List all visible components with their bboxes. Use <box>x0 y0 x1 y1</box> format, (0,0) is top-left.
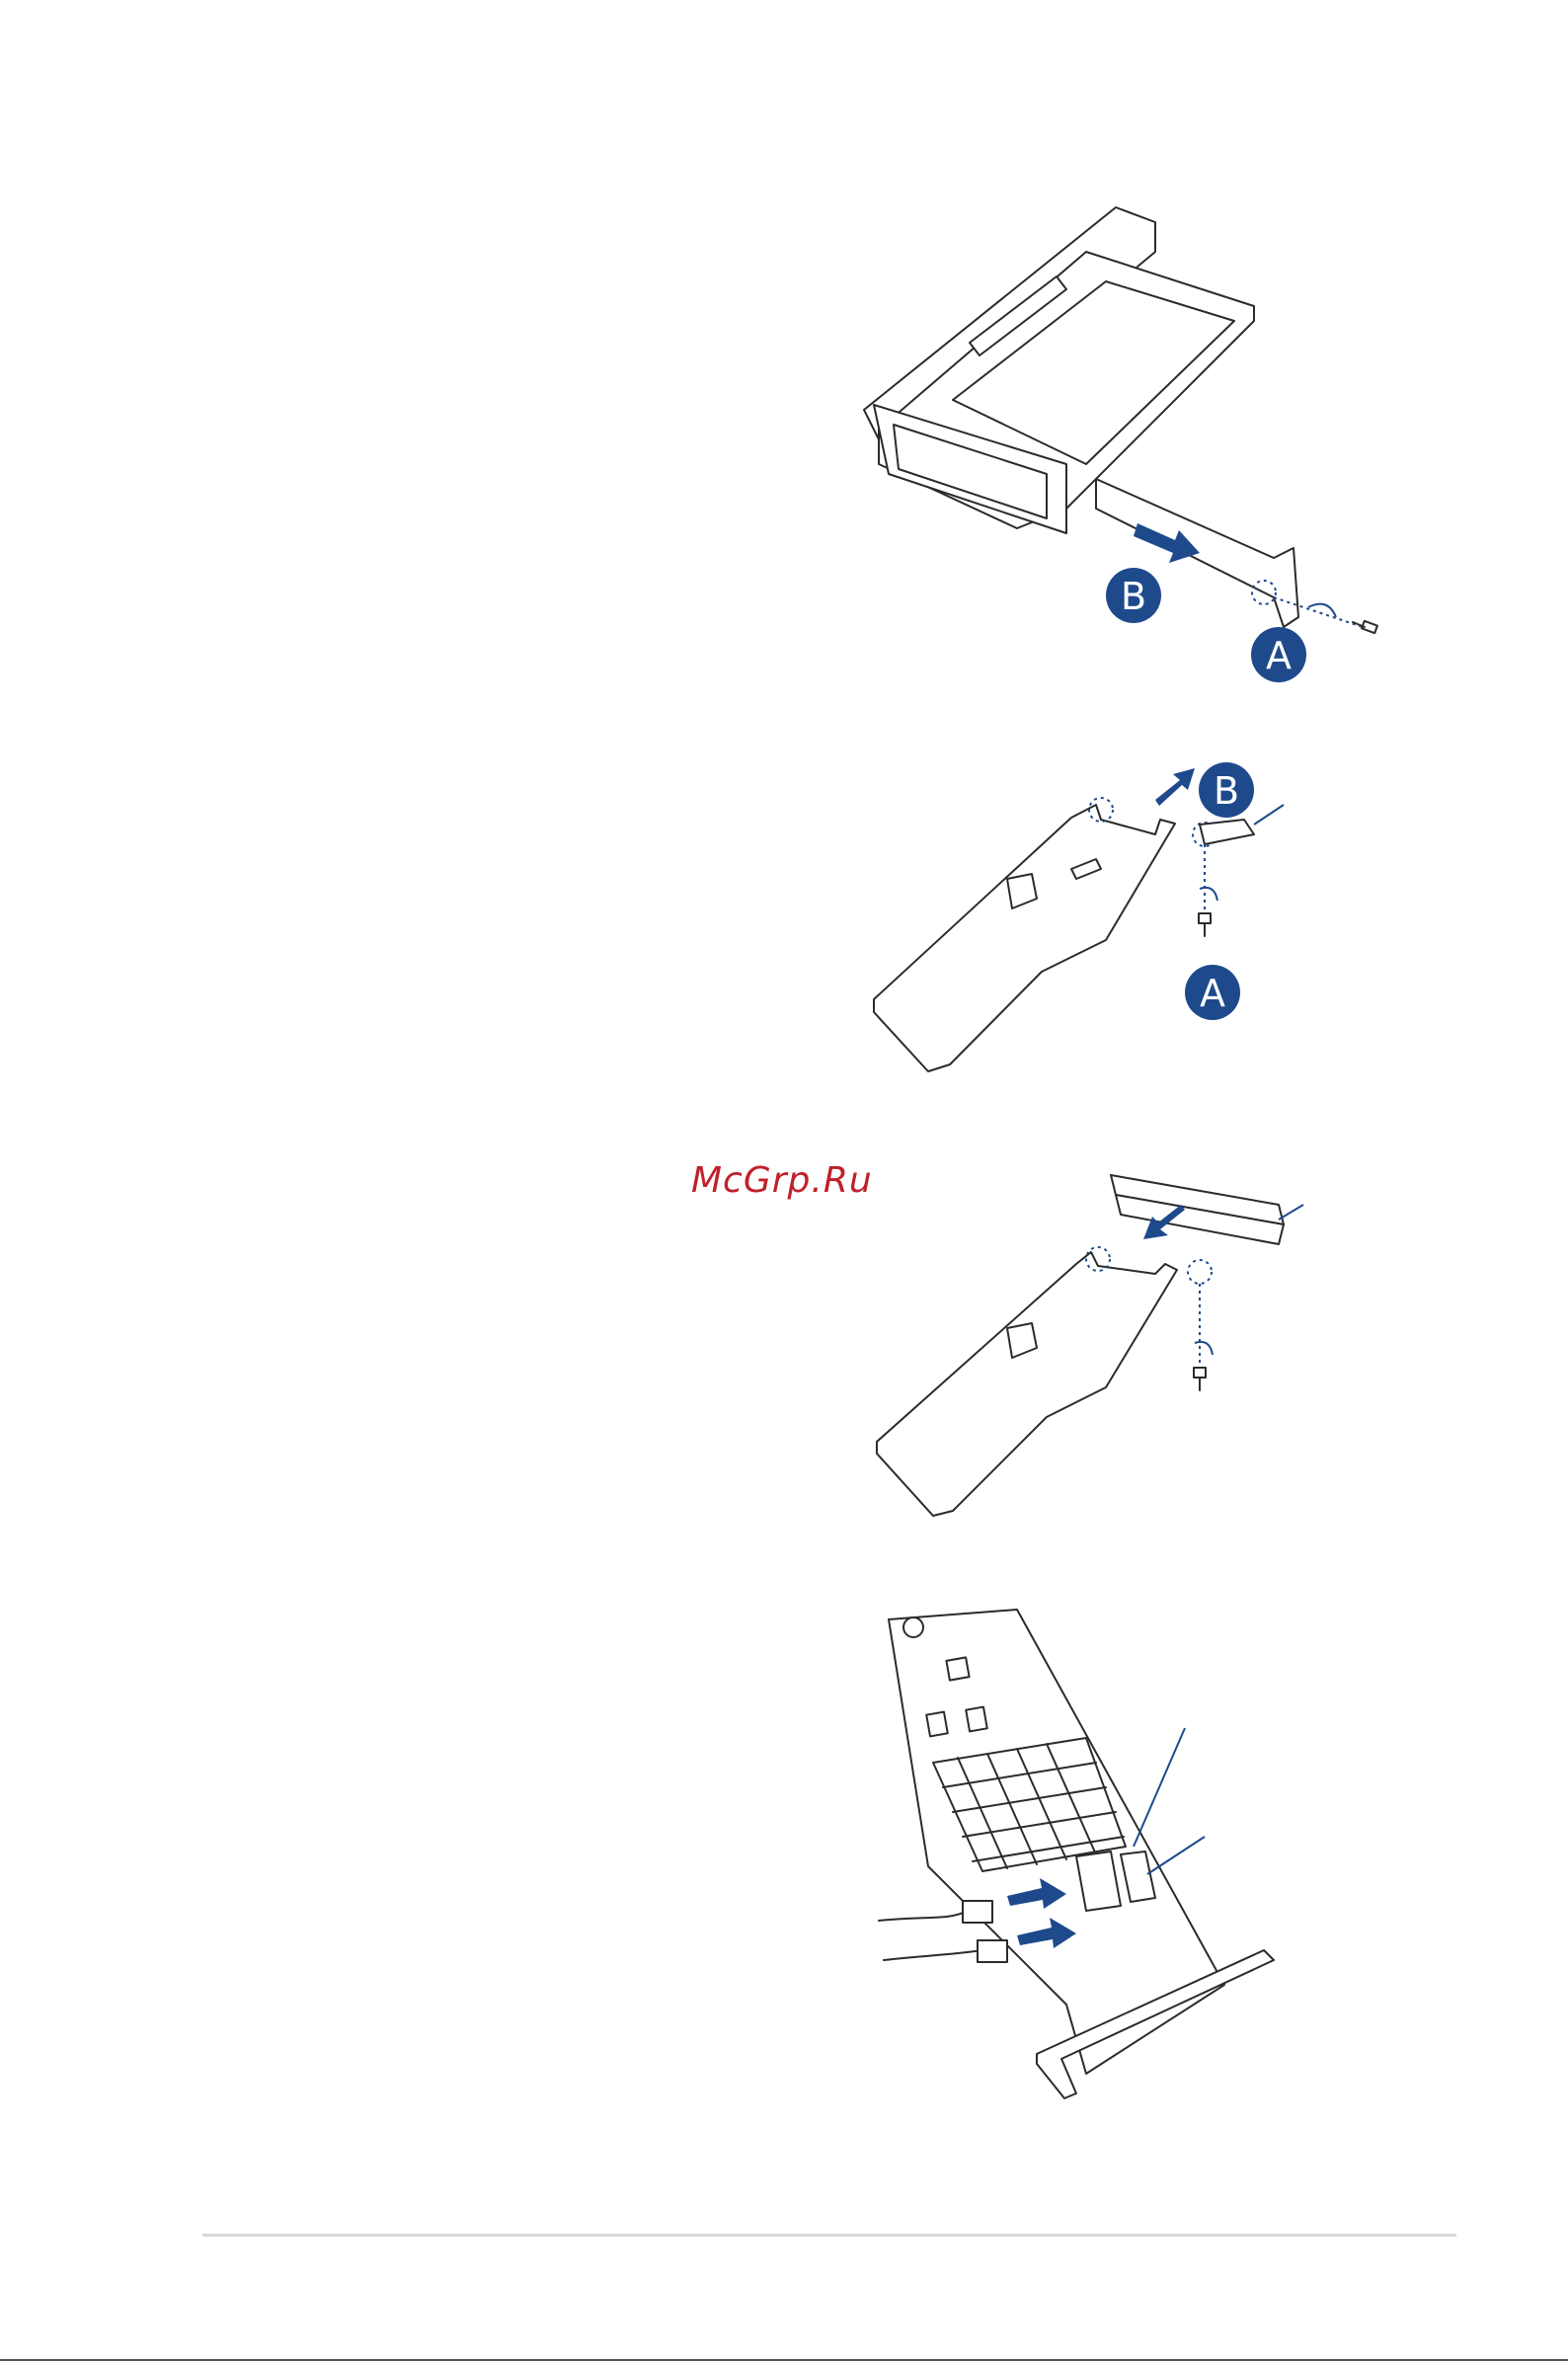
screw-icon <box>1353 621 1377 633</box>
bracket-leader-line <box>1279 1205 1303 1220</box>
step-a-badge: A <box>1251 627 1306 682</box>
screw-location-marker <box>1188 1260 1212 1284</box>
cable-2 <box>884 1950 982 1960</box>
svg-text:B: B <box>1214 769 1239 813</box>
figure-card-bracket-removal: B A <box>859 750 1313 1086</box>
cable-plug-1 <box>963 1901 992 1923</box>
expansion-card <box>874 805 1175 1071</box>
screw-icon <box>1194 1368 1206 1390</box>
watermark-text: McGrp.Ru <box>691 1160 873 1201</box>
step-b-badge: B <box>1106 568 1161 623</box>
card-standoff <box>903 1617 923 1637</box>
connector-leader-line-1 <box>1134 1728 1185 1847</box>
cable-plug-2 <box>978 1940 1007 1962</box>
bracket-leader-line <box>1254 805 1284 825</box>
riser-cage-illustration: B A <box>859 193 1412 706</box>
lift-arrow-icon <box>1155 768 1195 806</box>
cable-1 <box>879 1911 968 1921</box>
step-a-badge: A <box>1185 965 1240 1020</box>
figure-cable-connection <box>889 1610 1284 2093</box>
step-b-badge: B <box>1199 762 1254 818</box>
screw-icon <box>1199 913 1211 936</box>
card-illustration: B A <box>859 750 1313 1086</box>
raid-card-illustration <box>889 1610 1284 2093</box>
rotate-arrow-icon <box>1195 1342 1213 1355</box>
card-low-profile-illustration <box>869 1165 1313 1521</box>
rotate-arrow-icon <box>1308 604 1336 617</box>
svg-text:B: B <box>1121 575 1146 618</box>
expansion-card <box>877 1252 1177 1516</box>
svg-text:A: A <box>1200 972 1225 1015</box>
page-bottom-edge <box>0 2359 1568 2361</box>
connector-leader-line-2 <box>1147 1837 1205 1874</box>
figure-riser-bracket-removal: B A <box>859 193 1412 706</box>
bracket-end <box>1200 820 1254 844</box>
rotate-arrow-icon <box>1200 888 1217 901</box>
figure-low-profile-bracket-install <box>869 1165 1313 1521</box>
footer-divider <box>202 2234 1456 2237</box>
svg-text:A: A <box>1266 634 1292 677</box>
